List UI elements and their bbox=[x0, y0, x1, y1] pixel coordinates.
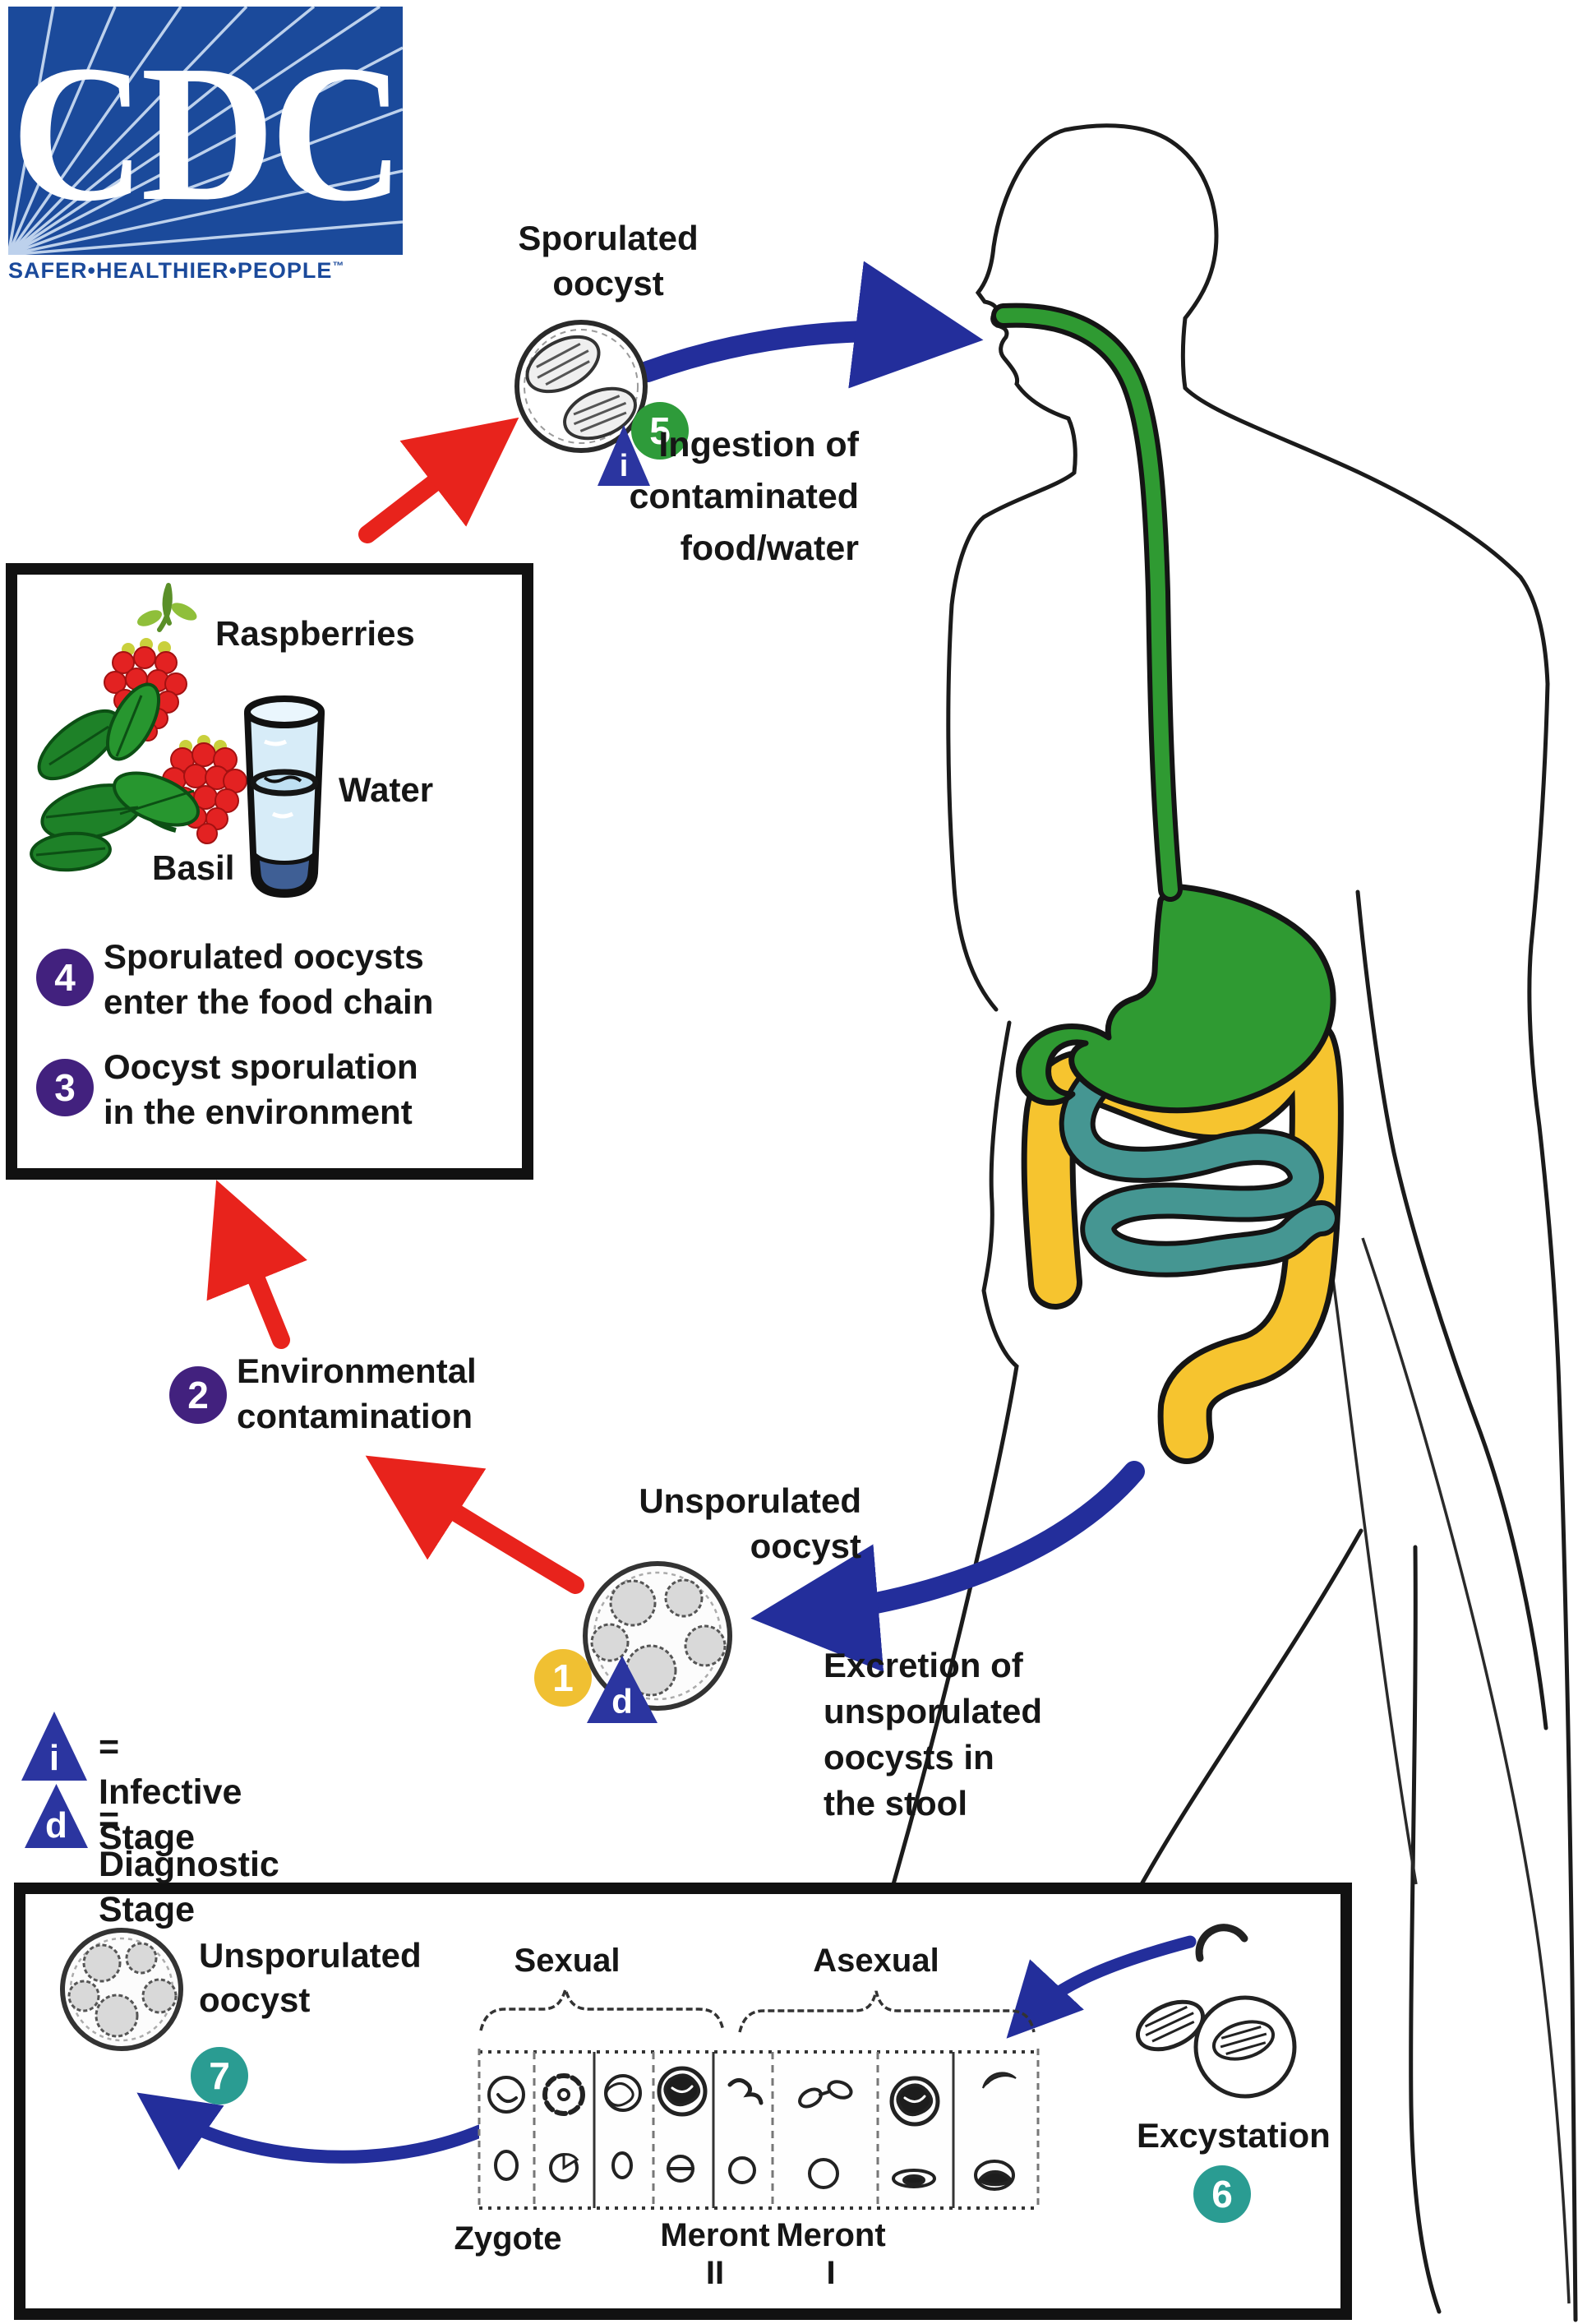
box-unsporulated-line2: oocyst bbox=[199, 1980, 311, 2019]
raspberries-label: Raspberries bbox=[215, 614, 415, 653]
callout-lines bbox=[1323, 1216, 1571, 2304]
step-4-line1: Sporulated oocysts bbox=[104, 937, 424, 976]
logo-rays bbox=[8, 7, 403, 255]
asexual-brace bbox=[738, 1990, 1036, 2033]
step-2-badge: 2 bbox=[169, 1366, 227, 1424]
sexual-brace bbox=[479, 1984, 725, 2031]
step-7-badge: 7 bbox=[191, 2047, 248, 2105]
red-arrow-to-environment-step bbox=[365, 1455, 584, 1594]
meront2-numeral: II bbox=[705, 2255, 725, 2291]
step-2-line1: Environmental bbox=[237, 1351, 477, 1390]
box-unsporulated-line1: Unsporulated bbox=[199, 1936, 422, 1975]
excystation-label: Excystation bbox=[1137, 2116, 1331, 2155]
blue-arrow-excystation-to-meront bbox=[1006, 1935, 1197, 2039]
food-box-frame bbox=[6, 563, 533, 1180]
excretion-line4: the stool bbox=[824, 1784, 967, 1823]
lifecycle-strip bbox=[478, 2049, 1040, 2210]
step-1-badge: 1 bbox=[534, 1649, 592, 1707]
diagnostic-legend-letter: d bbox=[45, 1805, 67, 1846]
meront1-numeral: I bbox=[826, 2255, 836, 2291]
diagnostic-marker-letter: d bbox=[611, 1682, 633, 1721]
step-3-line2: in the environment bbox=[104, 1093, 413, 1131]
step-4-label: Sporulated oocysts enter the food chain bbox=[104, 934, 433, 1024]
step-5-badge: 5 bbox=[631, 402, 689, 460]
sporulated-oocyst-line2: oocyst bbox=[552, 264, 664, 303]
excretion-line2: unsporulated bbox=[824, 1692, 1043, 1730]
ingestion-line3: food/water bbox=[680, 529, 859, 568]
cdc-logo: CDC bbox=[8, 7, 404, 255]
step-4-line2: enter the food chain bbox=[104, 982, 434, 1021]
step-3-line1: Oocyst sporulation bbox=[104, 1047, 418, 1086]
excretion-line3: oocysts in bbox=[824, 1738, 994, 1776]
step-4-badge: 4 bbox=[36, 949, 94, 1006]
tagline-text: SAFER•HEALTHIER•PEOPLE bbox=[8, 258, 333, 283]
blue-arrow-zygote-to-oocyst bbox=[136, 2092, 487, 2170]
sexual-label: Sexual bbox=[514, 1943, 621, 1979]
excretion-line1: Excretion of bbox=[824, 1646, 1023, 1684]
sporulated-oocyst-line1: Sporulated bbox=[518, 219, 699, 257]
step-6-badge: 6 bbox=[1193, 2165, 1251, 2223]
step-2-line2: contamination bbox=[237, 1397, 473, 1435]
excretion-label: Excretion of unsporulated oocysts in the… bbox=[824, 1643, 1095, 1827]
meront2-word: Meront bbox=[660, 2217, 770, 2253]
ingestion-line1: Ingestion of bbox=[658, 425, 859, 464]
infective-legend-text: = Infective Stage bbox=[99, 1727, 242, 1857]
body-outline bbox=[891, 123, 1578, 2322]
sporulated-oocyst-label: Sporulated oocyst bbox=[485, 215, 731, 306]
cdc-wordmark: CDC bbox=[11, 25, 404, 242]
infective-legend-letter: i bbox=[48, 1738, 60, 1778]
blue-arrow-ingestion bbox=[637, 261, 984, 389]
unsporulated-oocyst-line2: oocyst bbox=[750, 1527, 861, 1565]
basil-drawing bbox=[30, 682, 201, 872]
ingestion-line2: contaminated bbox=[629, 477, 859, 516]
blue-arrow-excretion bbox=[750, 1461, 1145, 1672]
small-intestine bbox=[1059, 1065, 1340, 1278]
logo-tagline: SAFER•HEALTHIER•PEOPLE™ bbox=[8, 258, 406, 284]
unsporulated-oocyst-line1: Unsporulated bbox=[639, 1481, 861, 1520]
detail-box-frame bbox=[14, 1883, 1352, 2320]
box-unsporulated-oocyst-label: Unsporulated oocyst bbox=[199, 1934, 422, 2022]
basil-label: Basil bbox=[152, 848, 235, 887]
water-label: Water bbox=[339, 770, 434, 809]
step-2-label: Environmental contamination bbox=[237, 1348, 477, 1439]
meront1-word: Meront bbox=[776, 2217, 886, 2253]
excystation-oocysts-drawing bbox=[1135, 1924, 1297, 2099]
asexual-label: Asexual bbox=[813, 1943, 939, 1979]
stomach bbox=[1016, 883, 1336, 1114]
infective-marker-letter: i bbox=[619, 449, 629, 483]
water-glass-drawing bbox=[244, 695, 325, 898]
bottombox-oocyst-drawing bbox=[60, 1928, 183, 2051]
diagnostic-legend-text: = Diagnostic Stage bbox=[99, 1800, 279, 1929]
zygote-label: Zygote bbox=[454, 2220, 562, 2257]
meront1-label: Meront I bbox=[769, 2216, 893, 2292]
meront2-label: Meront II bbox=[653, 2216, 777, 2292]
step-3-badge: 3 bbox=[36, 1059, 94, 1116]
red-arrow-to-sporulated-oocyst bbox=[358, 417, 519, 543]
sporulated-oocyst-drawing bbox=[514, 320, 648, 453]
step-3-label: Oocyst sporulation in the environment bbox=[104, 1044, 418, 1134]
blue-arrows bbox=[136, 261, 1197, 2170]
trademark: ™ bbox=[332, 259, 345, 272]
esophagus bbox=[991, 303, 1183, 902]
ingestion-label: Ingestion of contaminated food/water bbox=[608, 419, 859, 575]
red-arrows bbox=[206, 417, 584, 1594]
unsporulated-oocyst-label: Unsporulated oocyst bbox=[575, 1478, 861, 1569]
red-arrow-to-food-box bbox=[206, 1180, 307, 1349]
